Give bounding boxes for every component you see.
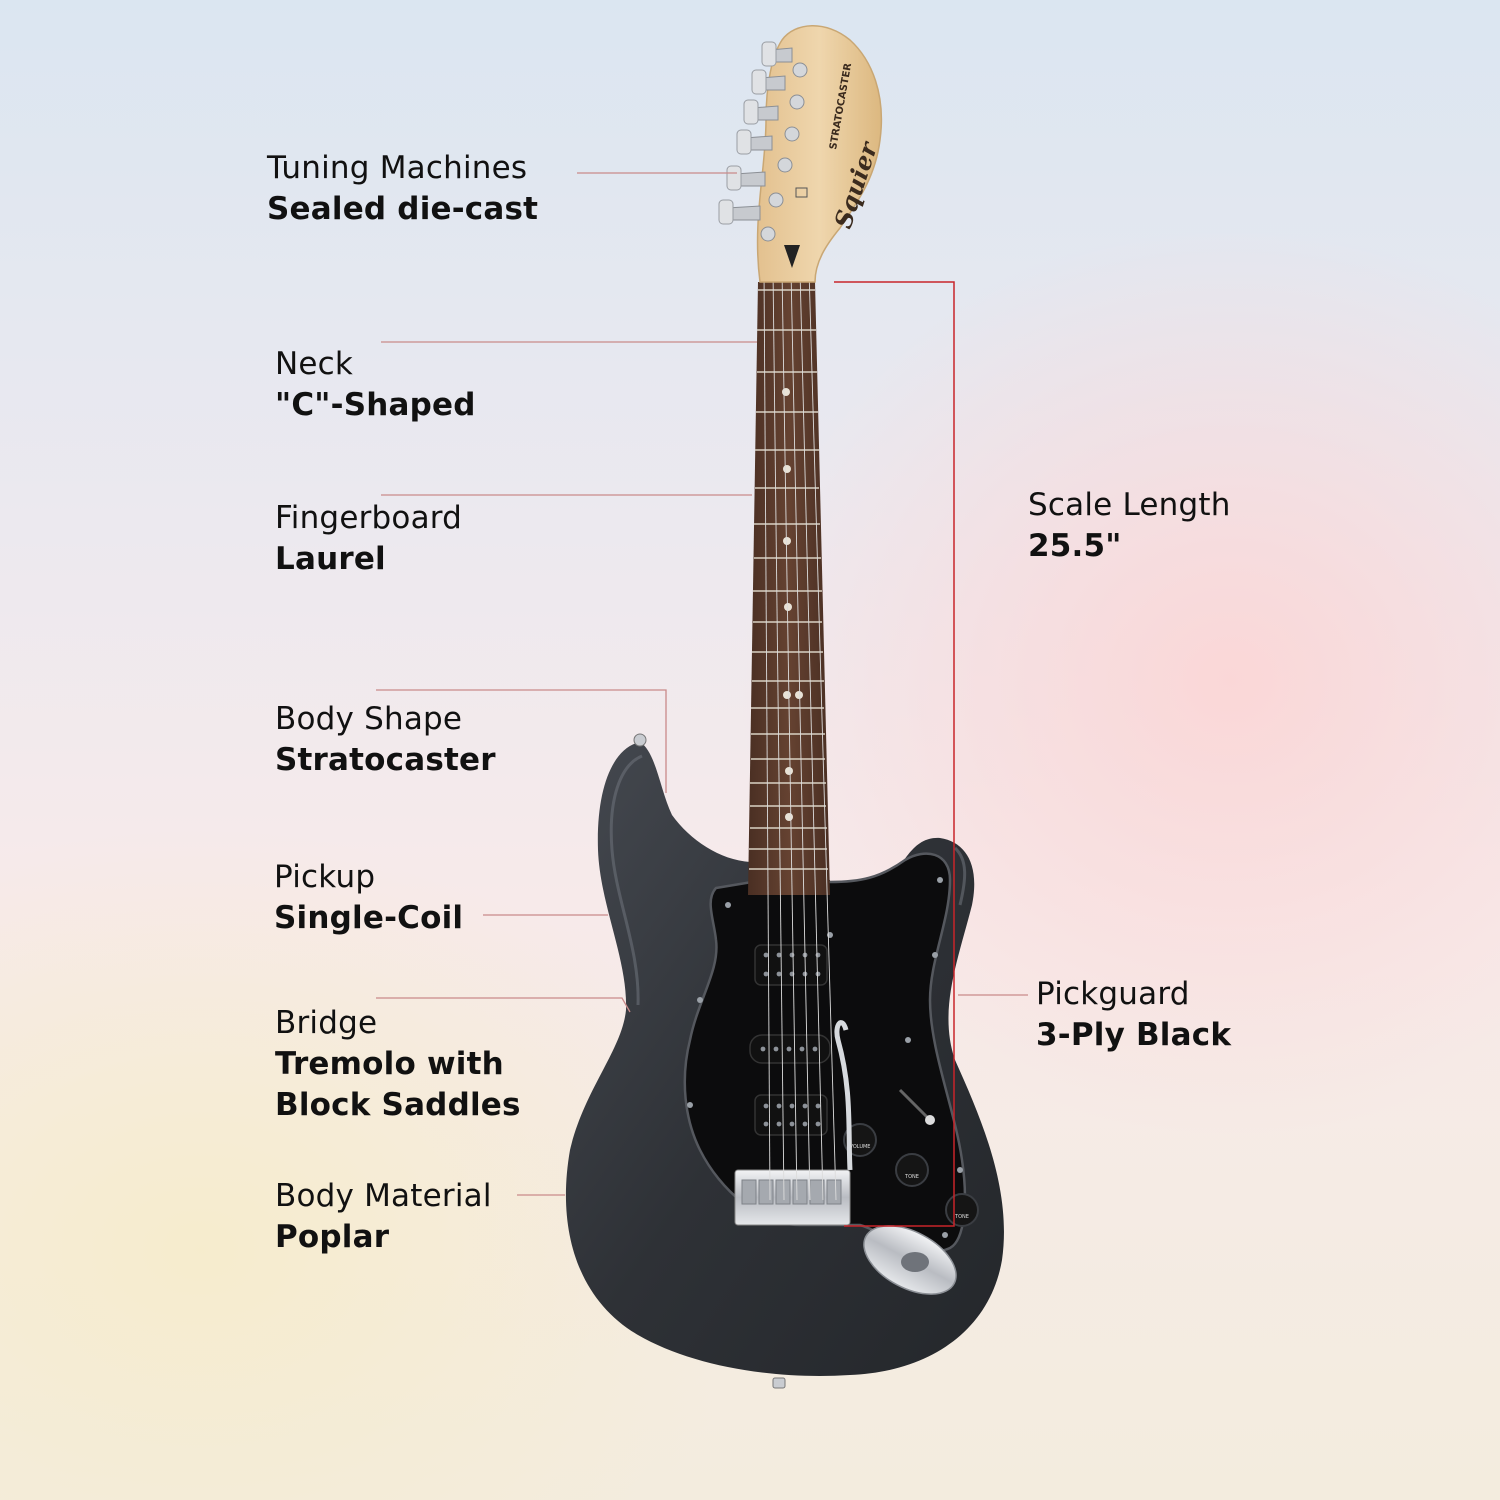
bridge-hardware xyxy=(734,1169,851,1226)
annotation-body-shape: Body Shape Stratocaster xyxy=(275,699,496,781)
annotation-title: Tuning Machines xyxy=(267,150,528,186)
annotation-title: Fingerboard xyxy=(275,500,463,536)
annotation-value-line: Block Saddles xyxy=(275,1087,521,1123)
annotation-value: Laurel xyxy=(275,541,386,577)
fingerboard xyxy=(748,282,830,895)
annotation-fingerboard: Fingerboard Laurel xyxy=(275,498,462,580)
annotation-value: Stratocaster xyxy=(275,742,496,778)
scale-length-bracket xyxy=(834,281,955,1227)
annotation-tuning-machines: Tuning Machines Sealed die-cast xyxy=(267,148,538,230)
annotation-neck: Neck "C"-Shaped xyxy=(275,344,476,426)
annotation-title: Pickup xyxy=(274,859,376,895)
annotation-title: Pickguard xyxy=(1036,976,1190,1012)
tremolo-arm xyxy=(834,1020,853,1171)
annotation-value: 3-Ply Black xyxy=(1036,1017,1232,1053)
annotation-value-line: Tremolo with xyxy=(275,1046,504,1082)
knob-label: TONE xyxy=(954,1214,969,1220)
annotation-scale-length: Scale Length 25.5" xyxy=(1028,485,1231,567)
annotation-title: Body Material xyxy=(275,1178,492,1214)
annotation-bridge: Bridge Tremolo with Block Saddles xyxy=(275,1003,521,1126)
annotation-title: Neck xyxy=(275,346,354,382)
annotation-title: Bridge xyxy=(275,1005,378,1041)
leader-lines xyxy=(376,172,1028,1196)
knob-label: TONE xyxy=(904,1174,919,1180)
annotation-value: Single-Coil xyxy=(274,900,464,936)
annotation-title: Body Shape xyxy=(275,701,463,737)
annotation-value: Sealed die-cast xyxy=(267,191,539,227)
pickguard-screws xyxy=(687,877,963,1238)
annotation-body-material: Body Material Poplar xyxy=(275,1176,492,1258)
pickups xyxy=(749,944,831,1136)
annotation-pickup: Pickup Single-Coil xyxy=(274,857,463,939)
annotation-value: "C"-Shaped xyxy=(275,387,476,423)
annotation-value: Poplar xyxy=(275,1219,390,1255)
strings xyxy=(763,269,837,1201)
tuning-pegs xyxy=(718,41,808,242)
annotation-title: Scale Length xyxy=(1028,487,1231,523)
annotation-pickguard: Pickguard 3-Ply Black xyxy=(1036,974,1231,1056)
annotation-value: 25.5" xyxy=(1028,528,1122,564)
knob-label: VOLUME xyxy=(850,1144,871,1150)
